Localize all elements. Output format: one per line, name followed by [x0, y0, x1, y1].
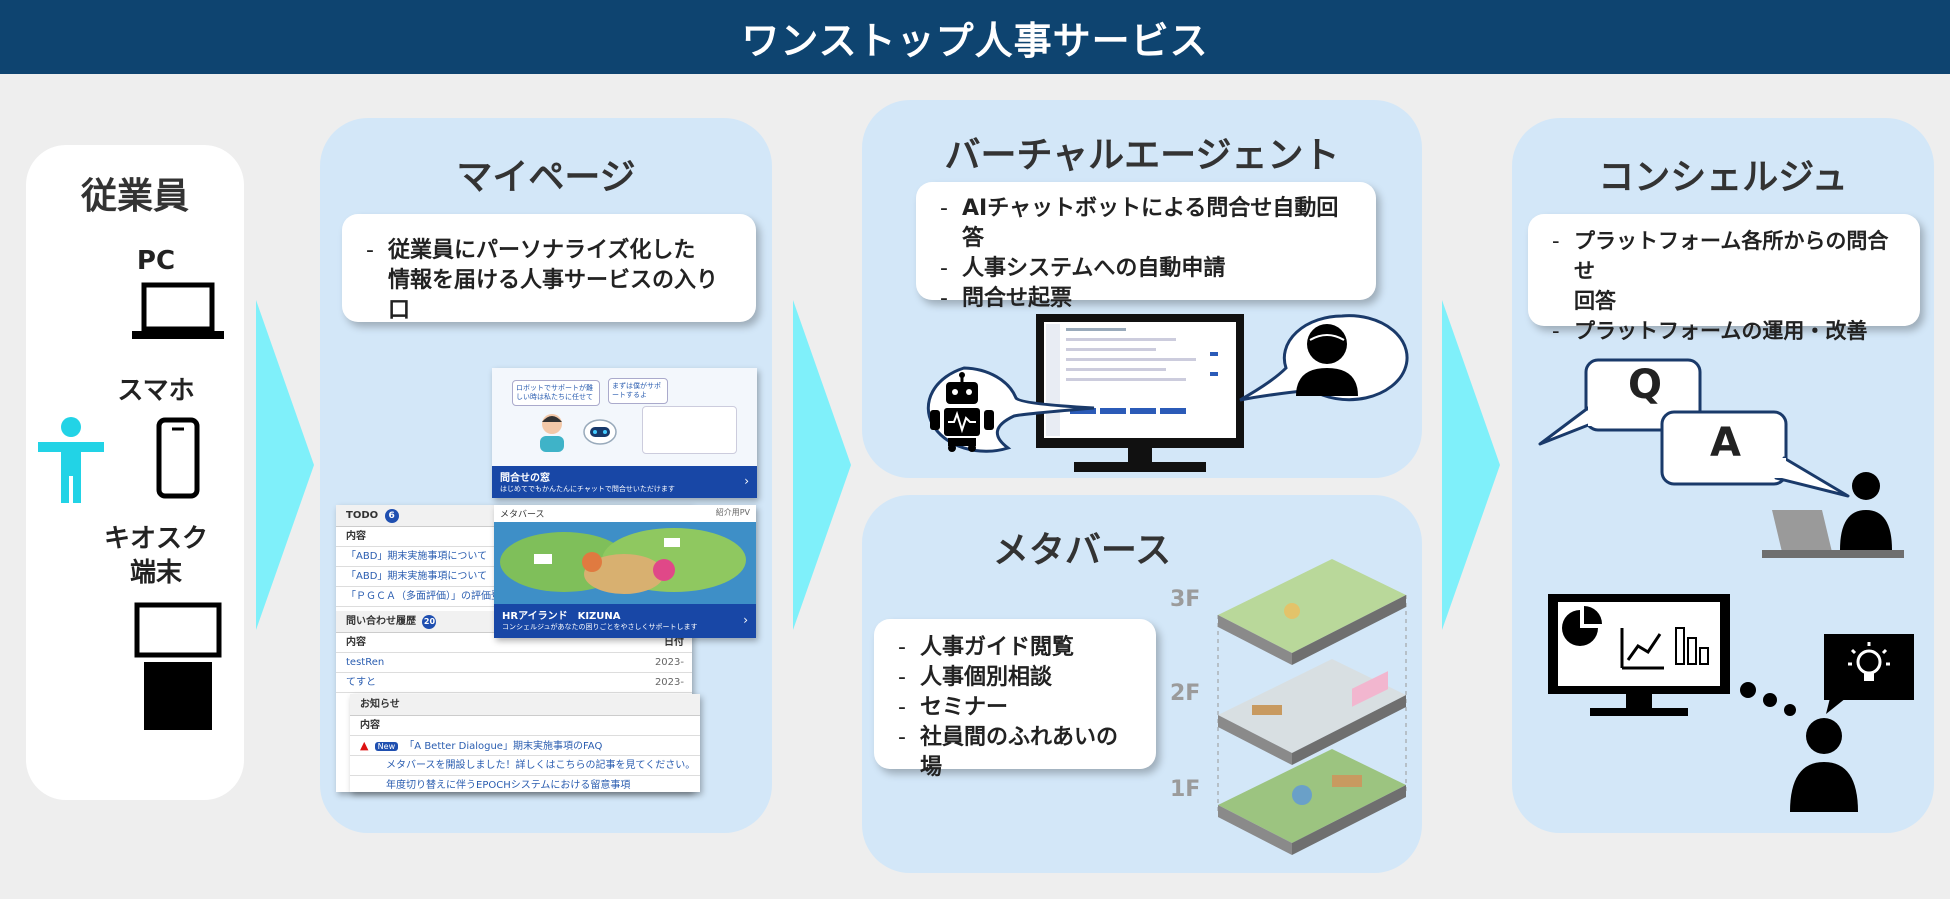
page-title: ワンストップ人事サービス	[741, 18, 1209, 63]
chat-bubble-1: ロボットでサポートが難しい時は私たちに任せて	[512, 380, 600, 406]
person-icon	[38, 417, 104, 503]
inquiry-title: 問合せの窓	[500, 473, 550, 484]
metaverse-item: 人事個別相談	[894, 663, 1136, 693]
mypage-desc-item: 従業員にパーソナライズ化した 情報を届ける人事サービスの入り口	[362, 236, 736, 326]
hr-island-button[interactable]: HRアイランド KIZUNA コンシェルジュがあなたの困りごとをやさしくサポート…	[494, 604, 756, 638]
device-phone-label: スマホ	[117, 376, 195, 406]
inquiry-screenshot: ロボットでサポートが難しい時は私たちに任せて まずは僕がサポートするよ 問合せの…	[492, 368, 757, 498]
virtual-agent-item: AIチャットボットによる問合せ自動回答	[936, 194, 1356, 254]
notice-item[interactable]: メタバースを開設しました！詳しくはこちらの記事を見てください。	[350, 756, 700, 776]
operator-person-icon	[1296, 324, 1358, 396]
notice-col: 内容	[350, 716, 700, 736]
history-count-badge: 20	[422, 615, 437, 629]
metaverse-floors-image	[1217, 559, 1407, 855]
concierge-title: コンシェルジュ	[1598, 157, 1848, 198]
metaverse-item: 社員間のふれあいの場	[894, 723, 1136, 783]
virtual-agent-item: 人事システムへの自動申請	[936, 254, 1356, 284]
metaverse-mini-header: メタバース 紹介用PV	[500, 508, 750, 520]
mypage-title: マイページ	[456, 157, 636, 198]
device-kiosk-label1: キオスク	[103, 524, 208, 554]
concierge-panel: コンシェルジュ プラットフォーム各所からの問合せ 回答 プラットフォームの運用・…	[1512, 118, 1934, 833]
kiosk-icon	[134, 602, 222, 730]
user-person-icon	[1790, 718, 1858, 812]
flow-arrow-3	[1442, 300, 1500, 630]
concierge-item: プラットフォームの運用・改善	[1548, 316, 1900, 346]
inquiry-button[interactable]: 問合せの窓 はじめてでもかんたんにチャットで問合せいただけます ›	[492, 466, 757, 498]
flow-arrow-1	[256, 300, 314, 630]
concierge-desc: プラットフォーム各所からの問合せ 回答 プラットフォームの運用・改善	[1528, 214, 1920, 346]
floor-label-2f: 2F	[1170, 681, 1201, 706]
concierge-item: プラットフォーム各所からの問合せ 回答	[1548, 226, 1900, 316]
lightbulb-bubble-icon	[1824, 634, 1914, 714]
history-item[interactable]: てすと 2023-	[336, 673, 692, 693]
device-pc-label: PC	[136, 246, 176, 276]
floor-label-3f: 3F	[1170, 587, 1201, 612]
metaverse-item: 人事ガイド閲覧	[894, 633, 1136, 663]
notice-screenshot: お知らせ 内容 ▲ New 「A Better Dialogue」期末実施事項の…	[350, 694, 700, 792]
metaverse-desc: 人事ガイド閲覧 人事個別相談 セミナー 社員間のふれあいの場	[874, 619, 1156, 780]
hr-island-title: HRアイランド KIZUNA	[502, 611, 621, 622]
employee-title: 従業員	[80, 176, 189, 217]
floor-label-1f: 1F	[1170, 777, 1201, 802]
virtual-agent-item: 問合せ起票	[936, 284, 1356, 314]
new-badge: New	[374, 742, 399, 751]
notice-header: お知らせ	[350, 694, 700, 716]
person-laptop-icon	[1762, 472, 1904, 558]
metaverse-screenshot: メタバース 紹介用PV HRアイランド KIZUNA コンシェルジュがあなたの困…	[494, 505, 756, 638]
analytics-monitor-icon	[1548, 594, 1730, 716]
metaverse-panel: メタバース 人事ガイド閲覧 人事個別相談 セミナー 社員間のふれあいの場 3F …	[862, 495, 1422, 873]
hr-island-sub: コンシェルジュがあなたの困りごとをやさしくサポートします	[502, 623, 698, 631]
question-label: Q	[1628, 362, 1663, 408]
laptop-icon	[132, 282, 224, 339]
answer-bubble	[1660, 410, 1850, 498]
chevron-right-icon: ›	[743, 613, 748, 627]
chat-window-mock	[642, 406, 737, 454]
virtual-agent-panel: バーチャルエージェント AIチャットボットによる問合せ自動回答 人事システムへの…	[862, 100, 1422, 478]
flow-arrow-2	[793, 300, 851, 630]
connection-dots	[1740, 682, 1796, 716]
device-kiosk-label2: 端末	[129, 558, 182, 588]
island-map-image	[494, 522, 756, 604]
notice-item[interactable]: 年度切り替えに伴うEPOCHシステムにおける留意事項	[350, 776, 700, 792]
history-col: 内容 日付	[336, 633, 692, 653]
notice-item[interactable]: ▲ New 「A Better Dialogue」期末実施事項のFAQ	[350, 736, 700, 756]
virtual-agent-title: バーチャルエージェント	[944, 135, 1340, 176]
metaverse-title: メタバース	[992, 530, 1172, 571]
metaverse-item: セミナー	[894, 693, 1136, 723]
smartphone-icon	[156, 417, 200, 499]
todo-count-badge: 6	[384, 509, 399, 523]
robot-icon	[583, 419, 617, 445]
inquiry-sub: はじめてでもかんたんにチャットで問合せいただけます	[500, 485, 675, 493]
warning-icon: ▲	[360, 739, 369, 752]
chevron-right-icon: ›	[744, 474, 749, 488]
mypage-desc: 従業員にパーソナライズ化した 情報を届ける人事サービスの入り口	[342, 214, 756, 323]
robot-icon	[930, 372, 994, 452]
monitor-icon	[1036, 314, 1244, 472]
virtual-agent-desc: AIチャットボットによる問合せ自動回答 人事システムへの自動申請 問合せ起票	[916, 182, 1376, 314]
chat-bubble-2: まずは僕がサポートするよ	[608, 378, 668, 404]
page-header: ワンストップ人事サービス	[0, 0, 1950, 74]
answer-label: A	[1710, 420, 1741, 466]
operator-icon	[540, 414, 564, 452]
history-item[interactable]: testRen 2023-	[336, 653, 692, 673]
